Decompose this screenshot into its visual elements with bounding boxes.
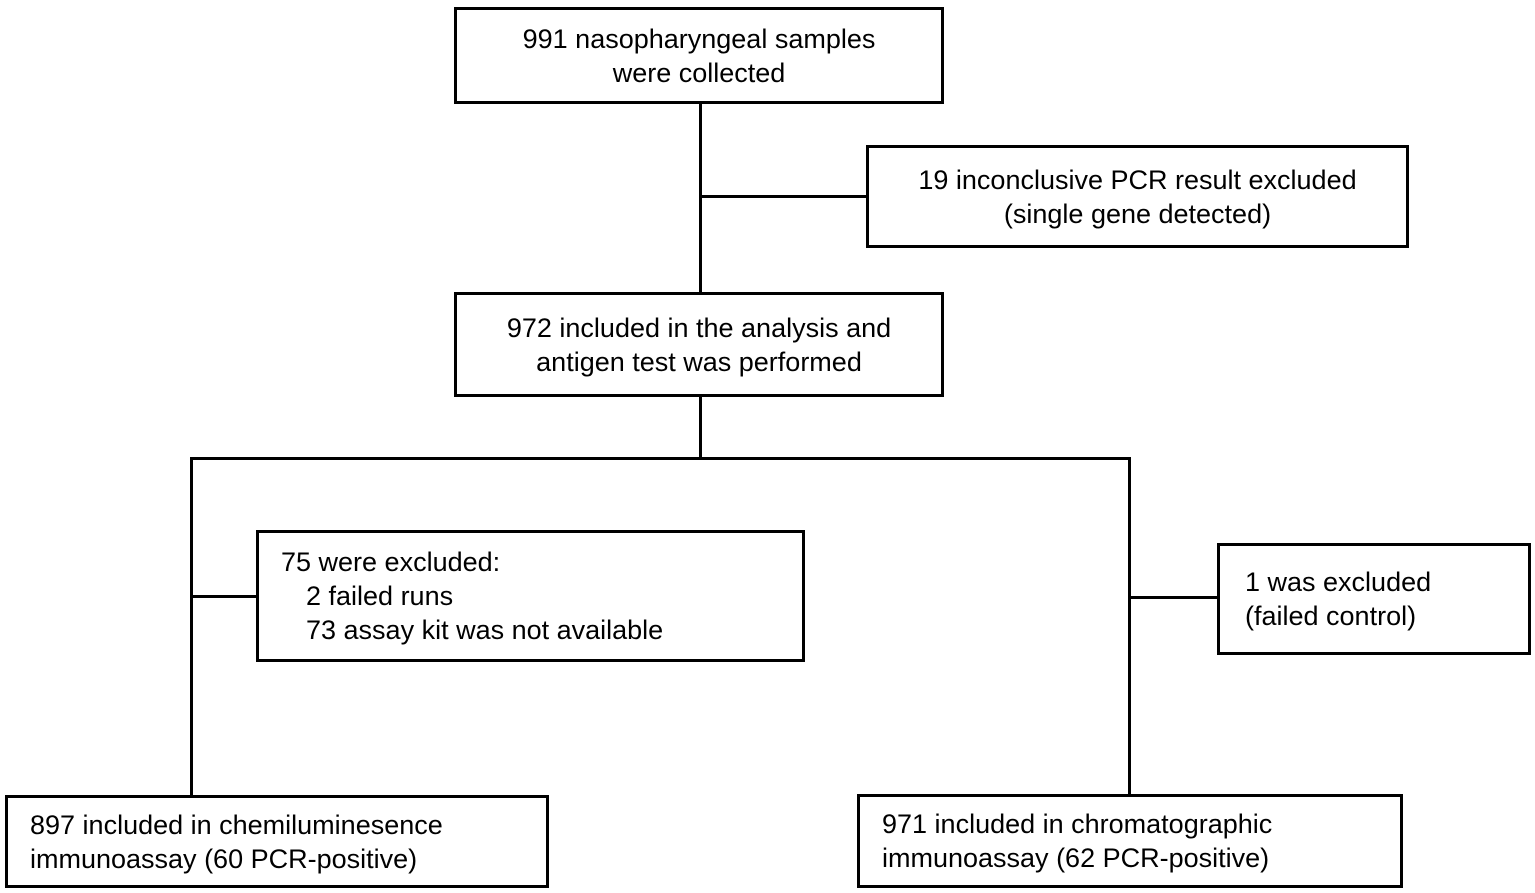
node-samples-collected: 991 nasopharyngeal samples were collecte…: [454, 7, 944, 104]
connector-right-branch-down: [1128, 457, 1131, 796]
node-text-line: 75 were excluded:: [281, 547, 501, 577]
connector-to-inconclusive-box: [699, 195, 867, 198]
node-text-line: 2 failed runs: [306, 581, 454, 611]
node-text-line: 19 inconclusive PCR result excluded: [918, 164, 1357, 195]
node-chromatographic-immunoassay: 971 included in chromatographic immunoas…: [857, 794, 1403, 888]
node-text-line: antigen test was performed: [536, 346, 862, 377]
connector-analysis-down: [699, 395, 702, 460]
node-text-line: were collected: [612, 57, 786, 88]
node-text-line: immunoassay (60 PCR-positive): [30, 843, 418, 874]
node-text-line: (failed control): [1245, 601, 1417, 631]
node-text-line: 897 included in chemiluminesence: [30, 809, 443, 840]
connector-to-excluded-75-box: [190, 595, 258, 598]
node-text-line: 991 nasopharyngeal samples: [522, 23, 876, 54]
connector-to-excluded-1-box: [1128, 596, 1219, 599]
node-text-line: 73 assay kit was not available: [306, 615, 664, 645]
connector-collected-to-analysis: [699, 104, 702, 294]
node-included-in-analysis: 972 included in the analysis and antigen…: [454, 292, 944, 397]
connector-left-branch-down: [190, 457, 193, 797]
node-text-line: 971 included in chromatographic: [882, 809, 1273, 839]
node-excluded-1: 1 was excluded (failed control): [1217, 543, 1531, 655]
node-text-line: 1 was excluded: [1245, 567, 1432, 597]
node-text-line: immunoassay (62 PCR-positive): [882, 843, 1270, 873]
node-text-line: (single gene detected): [1003, 198, 1272, 229]
node-chemiluminescence-immunoassay: 897 included in chemiluminesence immunoa…: [5, 795, 549, 888]
node-excluded-75: 75 were excluded: 2 failed runs 73 assay…: [256, 530, 805, 662]
node-inconclusive-pcr-excluded: 19 inconclusive PCR result excluded (sin…: [866, 145, 1409, 248]
node-text-line: 972 included in the analysis and: [506, 312, 892, 343]
connector-branch-horizontal: [190, 457, 1131, 460]
